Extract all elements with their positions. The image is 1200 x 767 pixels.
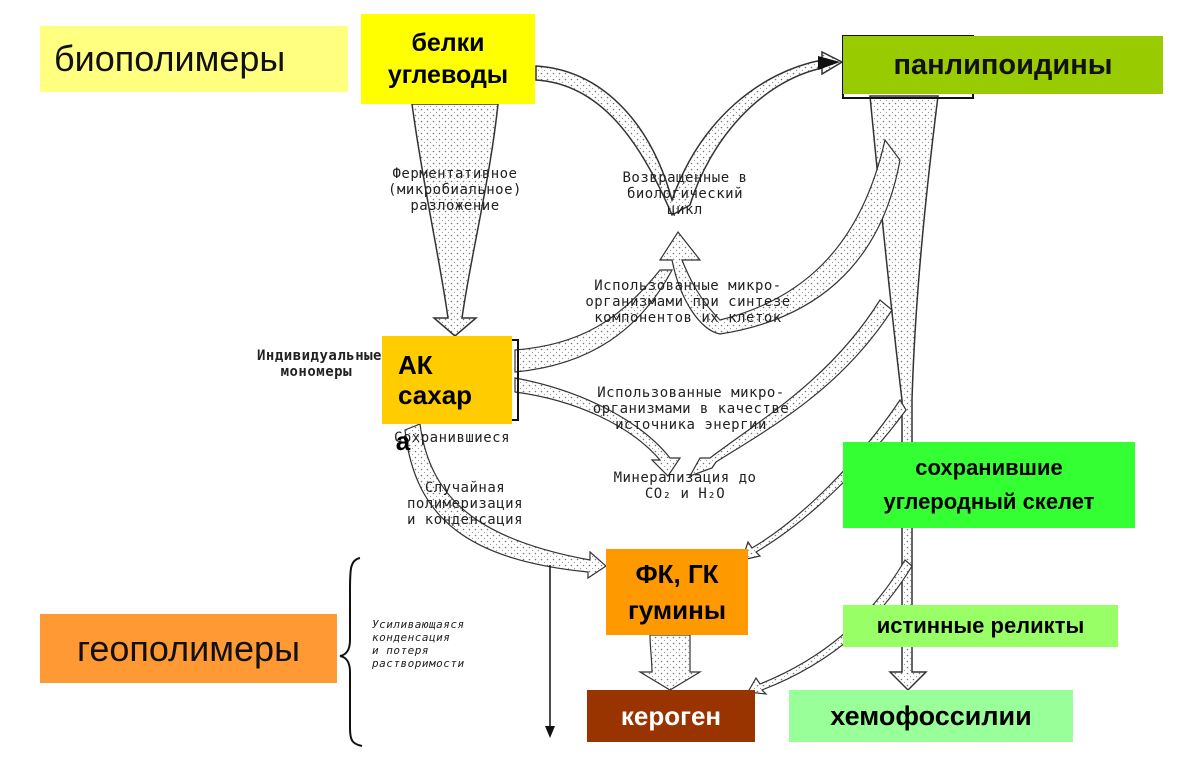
geopolymers-box: геополимеры <box>40 614 337 683</box>
individual-monomers-label: Индивидуальные мономеры <box>256 348 382 380</box>
flow-proteins-to-monomers <box>411 103 499 337</box>
true-relicts-box: истинные реликты <box>843 605 1118 647</box>
returned-label: Возвращенные в биологический цикл <box>622 170 748 218</box>
monomers-box: АК сахар <box>382 336 512 424</box>
flow-monomers-to-synthesis <box>514 269 674 373</box>
geopolymers-brace <box>339 557 363 747</box>
kerogen-box: кероген <box>587 690 755 742</box>
condensation-label: Усиливающаяся конденсация и потеря раств… <box>372 618 465 670</box>
panlipoidiny-box: панлипоидины <box>843 36 1163 94</box>
monomers-bracket <box>512 339 519 421</box>
monomers-box-tail: а <box>395 425 411 456</box>
used-energy-label: Использованные микро- организмами в каче… <box>592 385 790 433</box>
preserved-skeleton-box: сохранившие углеродный скелет <box>843 442 1135 528</box>
mineralization-label: Минерализация до CO₂ и H₂O <box>613 470 757 502</box>
random-polymerization-label: Случайная полимеризация и конденсация <box>406 480 524 528</box>
flow-monomers-to-energy <box>514 377 682 477</box>
flow-pan-to-mineralization <box>688 299 893 478</box>
proteins-carbohydrates-box: белки углеводы <box>361 14 535 104</box>
flow-proteins-to-panlipoidiny <box>535 50 844 217</box>
flow-pan-to-returned <box>658 138 901 335</box>
panlipoidiny-arrowhead <box>818 56 840 70</box>
flow-humic-to-kerogen <box>637 634 703 691</box>
humic-box: ФК, ГК гумины <box>606 549 748 635</box>
survived-label: Сохранившиеся <box>393 430 511 446</box>
condensation-axis-arrowhead <box>545 726 555 738</box>
enzymatic-label: Ферментативное (микробиальное) разложени… <box>388 166 522 214</box>
used-synthesis-label: Использованные микро- организмами при си… <box>585 278 791 326</box>
chemofossils-box: хемофоссилии <box>789 690 1073 742</box>
flow-monomers-to-humic <box>404 423 607 580</box>
biopolymers-box: биополимеры <box>40 26 348 92</box>
